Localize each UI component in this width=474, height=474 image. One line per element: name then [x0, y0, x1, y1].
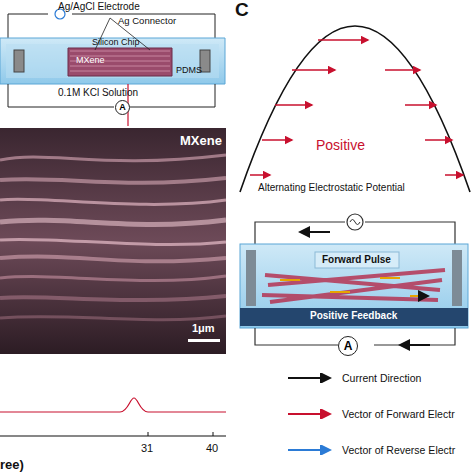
- part-label: Silicon Chip: [92, 38, 140, 48]
- mxene-film: [68, 48, 172, 76]
- sem-layer: [0, 296, 226, 300]
- sem-layer: [0, 199, 226, 204]
- legend-entry: Vector of Reverse Electr: [286, 444, 455, 456]
- legend-arrow: [286, 373, 334, 383]
- curve-label: Alternating Electrostatic Potential: [258, 182, 405, 193]
- legend-arrow-line: [288, 413, 330, 415]
- sem-layer: [0, 220, 226, 224]
- parabola: [240, 26, 470, 192]
- ion-arrow: [280, 278, 428, 296]
- legend-entry: Current Direction: [286, 372, 421, 384]
- current-arrow: [300, 231, 330, 233]
- region-label: Positive: [316, 138, 365, 153]
- feedback-label: Positive Feedback: [310, 310, 397, 321]
- scale-bar: [188, 339, 220, 342]
- axis-tick-label: 40: [206, 442, 218, 454]
- field-arrow: [425, 139, 452, 141]
- electrode: [246, 250, 256, 306]
- axis-title: ree): [0, 458, 24, 472]
- field-arrow: [405, 104, 436, 106]
- image-label: MXene: [180, 134, 222, 148]
- electrode: [452, 250, 462, 306]
- agagcl-electrode: [14, 50, 24, 72]
- axis-tick: [148, 432, 213, 436]
- potential-curve: [240, 26, 470, 192]
- mxene-layers: [70, 51, 170, 71]
- legend-arrow-line: [288, 449, 330, 451]
- current-arrow: [400, 344, 430, 346]
- field-arrow: [445, 174, 463, 176]
- xrd-plot: [0, 398, 226, 436]
- sem-layer: [0, 257, 226, 262]
- sem-layer: [0, 239, 226, 244]
- ammeter-letter: A: [344, 340, 353, 352]
- ammeter-letter: A: [119, 103, 126, 112]
- sem-layer: [0, 276, 226, 281]
- legend-text: Vector of Forward Electr: [342, 408, 455, 420]
- axis-tick-label: 31: [141, 442, 153, 454]
- ammeter-circle: A: [338, 336, 358, 356]
- sem-layer: [0, 178, 226, 183]
- wire: [8, 84, 215, 107]
- legend-text: Current Direction: [342, 372, 421, 384]
- part-label: MXene: [76, 56, 105, 66]
- sine-symbol: [350, 220, 360, 225]
- legend-arrow: [286, 409, 334, 419]
- field-arrow: [292, 69, 335, 71]
- field-arrow: [385, 69, 420, 71]
- legend-arrow: [286, 445, 334, 455]
- pdms-slab: [0, 38, 225, 84]
- panel-letter: C: [235, 0, 249, 21]
- part-label: 0.1M KCl Solution: [58, 87, 138, 98]
- pulse-label: Forward Pulse: [322, 254, 391, 265]
- kcl-channel: [6, 44, 219, 78]
- sem-background: [0, 128, 226, 354]
- device-schematic: [0, 9, 225, 126]
- device-body: [240, 244, 468, 328]
- sem-layer: [0, 316, 226, 320]
- sem-image: [0, 128, 226, 354]
- x-axis: [0, 435, 226, 436]
- pulse-box: [315, 252, 399, 268]
- field-arrow: [250, 174, 270, 176]
- xrd-curve: [0, 398, 226, 412]
- ammeter-circle: A: [115, 100, 130, 115]
- part-label: Ag Connector: [118, 16, 176, 26]
- scale-label: 1μm: [192, 322, 215, 334]
- part-label: Ag/AgCl Electrode: [58, 1, 140, 12]
- source-symbol: [347, 214, 363, 230]
- field-arrow: [318, 39, 368, 41]
- field-arrow: [275, 104, 312, 106]
- field-arrow: [262, 139, 292, 141]
- legend-arrow-line: [288, 377, 330, 379]
- feedback-band: [240, 308, 468, 326]
- legend-entry: Vector of Forward Electr: [286, 408, 455, 420]
- feedback-device: [240, 214, 468, 345]
- sem-layer: [0, 155, 226, 161]
- part-label: PDMS: [176, 66, 202, 76]
- mxene-flakes: [262, 270, 445, 302]
- legend-text: Vector of Reverse Electr: [342, 444, 455, 456]
